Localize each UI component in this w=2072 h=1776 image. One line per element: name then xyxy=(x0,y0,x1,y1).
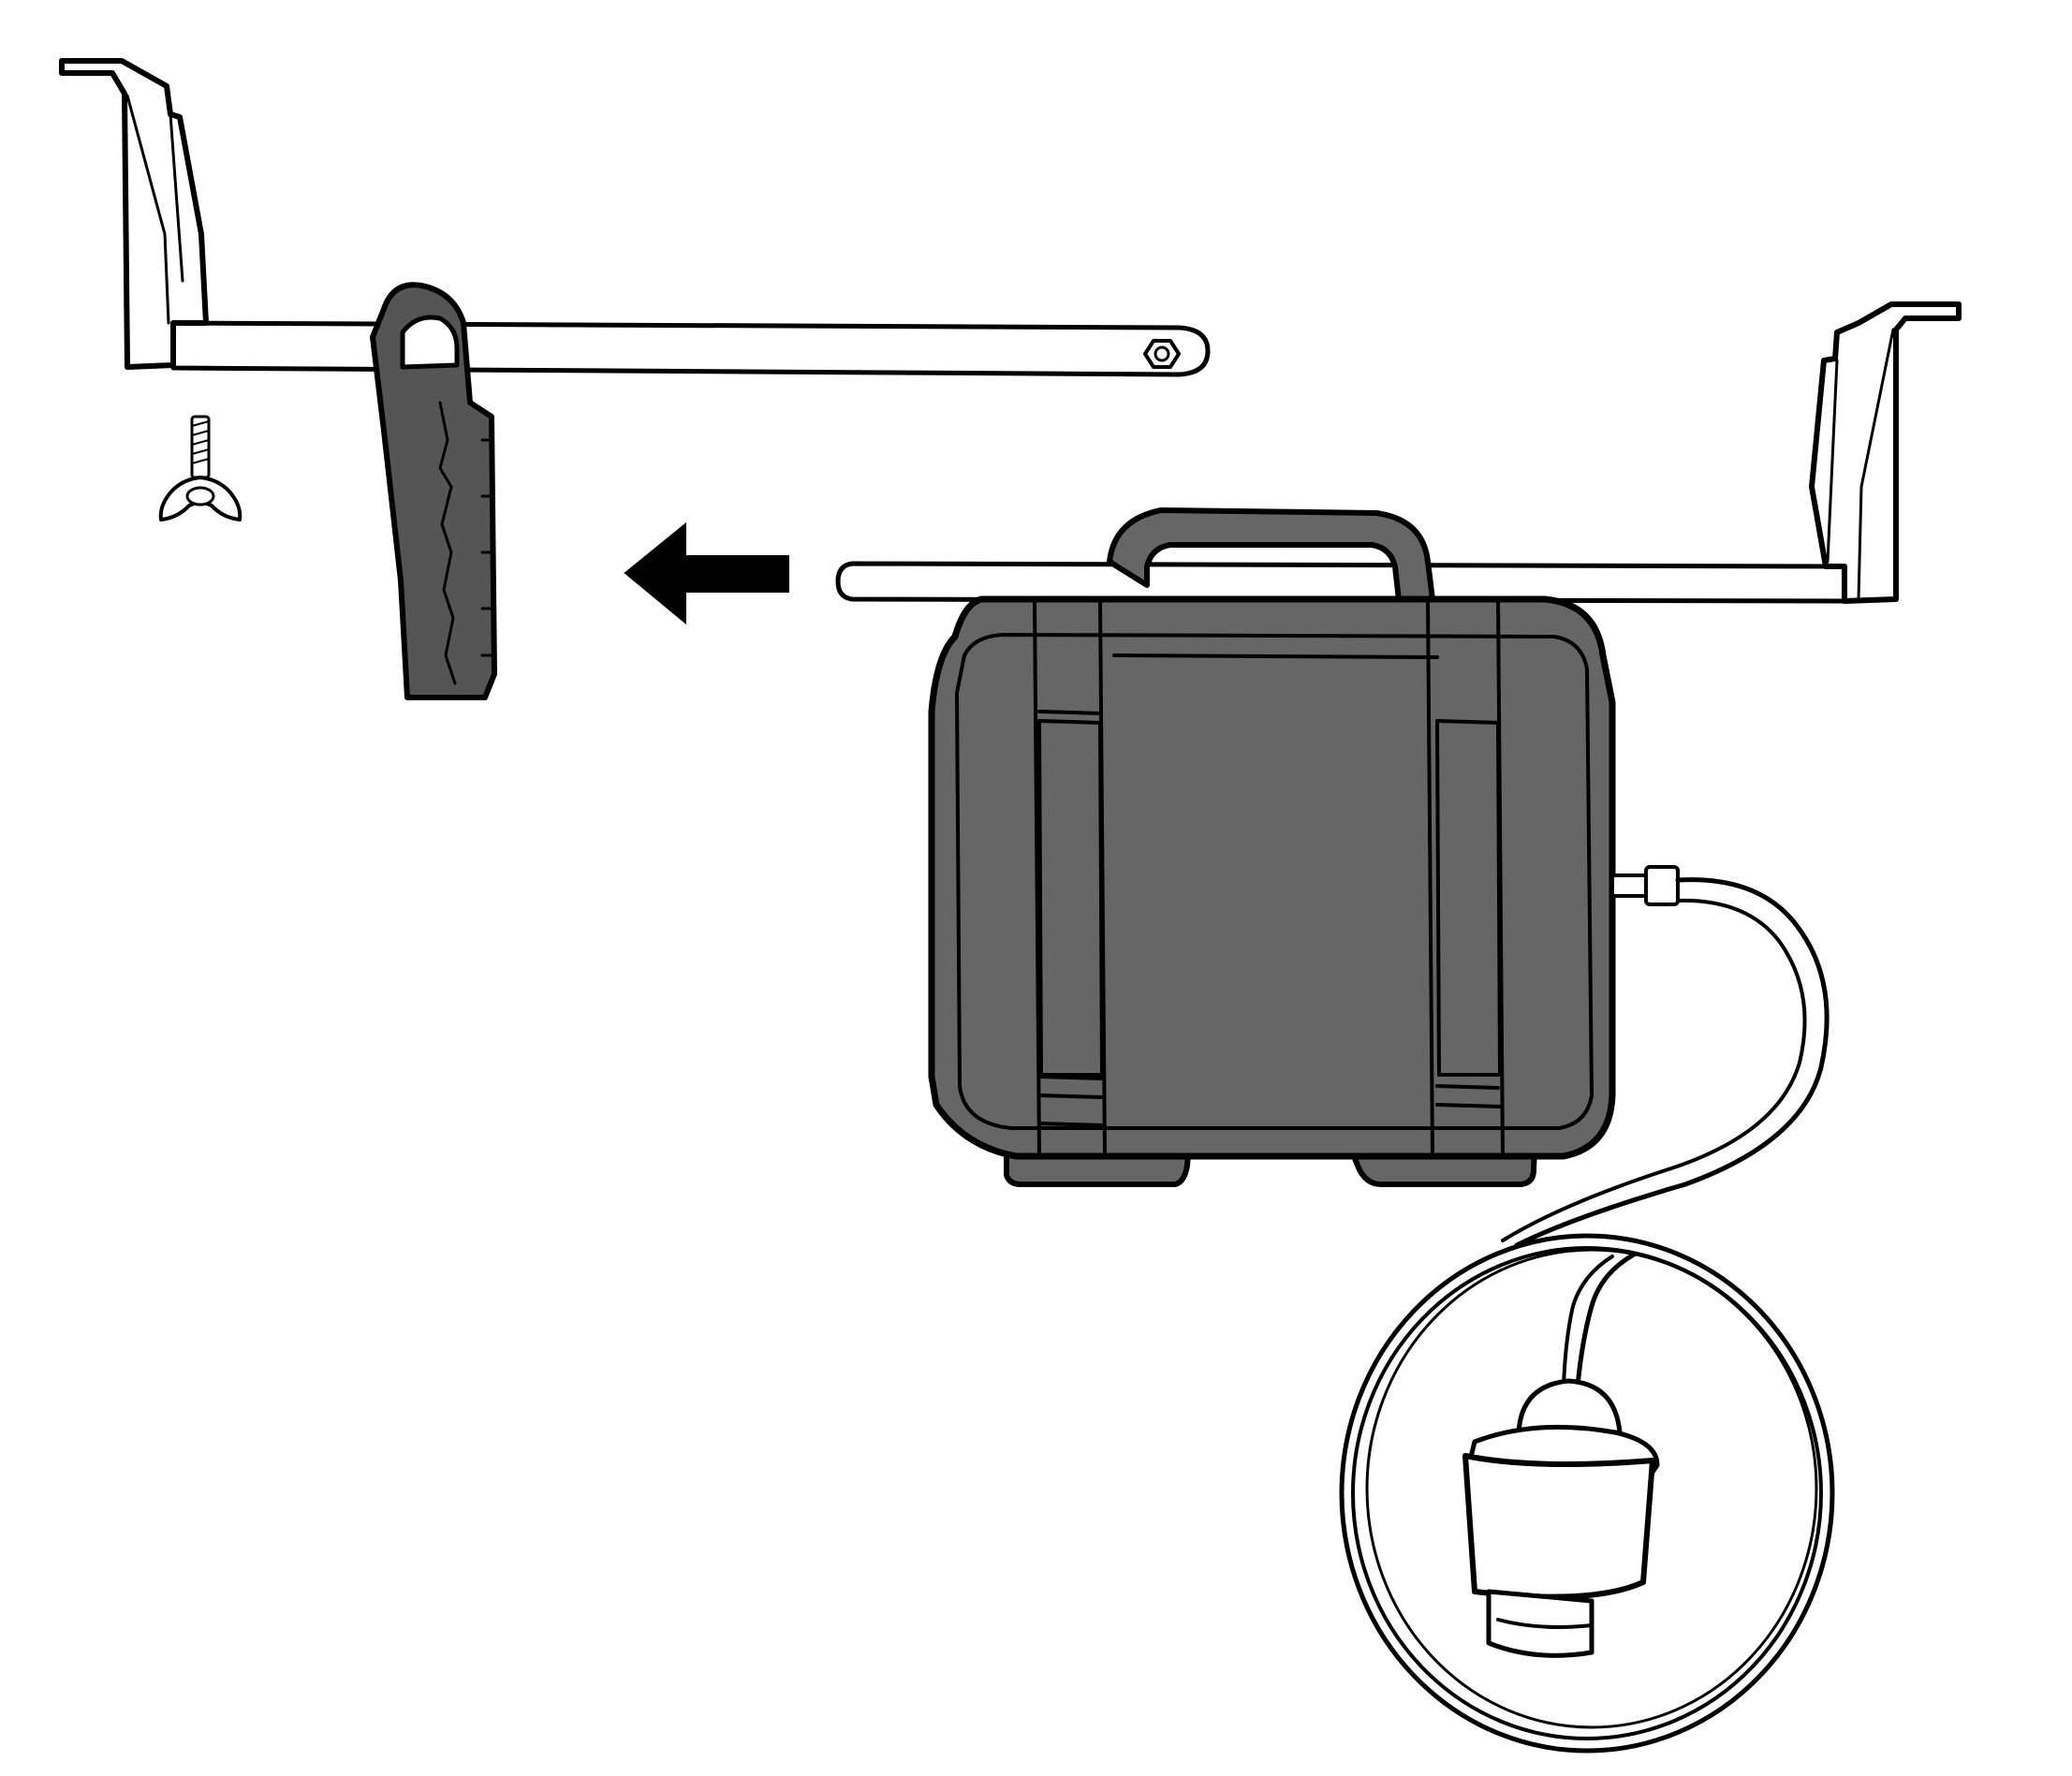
mounting-bar-right xyxy=(835,301,1962,604)
wing-screw-icon xyxy=(158,415,242,521)
arrow-left-icon xyxy=(624,521,789,625)
clamp-bracket xyxy=(370,282,497,700)
carrying-case xyxy=(928,507,1680,1187)
mounting-bar-left xyxy=(59,58,1211,377)
cable-coil xyxy=(1339,877,1835,1754)
sensor-icon xyxy=(1462,1378,1660,1658)
hex-nut-icon xyxy=(1143,339,1181,369)
